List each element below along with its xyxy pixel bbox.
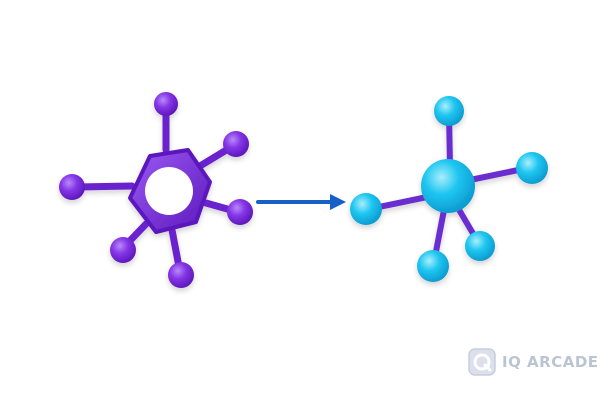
- atom-right: [516, 152, 548, 184]
- ring-hole: [145, 167, 193, 215]
- atom-left: [350, 193, 382, 225]
- atom-bottom-left: [110, 237, 136, 263]
- atom-top: [154, 92, 178, 116]
- atom-top-right: [223, 131, 249, 157]
- left-molecule: [59, 92, 253, 288]
- bond-left: [72, 182, 136, 191]
- reaction-arrow: [256, 194, 346, 210]
- atom-bottom-right: [465, 231, 495, 261]
- watermark: IQ ARCADE: [468, 348, 599, 376]
- atom-right: [227, 199, 253, 225]
- left-molecule-bonds: [72, 104, 242, 276]
- atom-bottom: [417, 250, 449, 282]
- arrow-head-icon: [330, 194, 346, 210]
- central-atom: [421, 159, 475, 213]
- iq-logo-icon: [468, 348, 496, 376]
- atom-bottom: [168, 262, 194, 288]
- atom-top: [434, 96, 464, 126]
- atom-left: [59, 174, 85, 200]
- watermark-text: IQ ARCADE: [502, 353, 599, 371]
- right-molecule: [350, 96, 548, 282]
